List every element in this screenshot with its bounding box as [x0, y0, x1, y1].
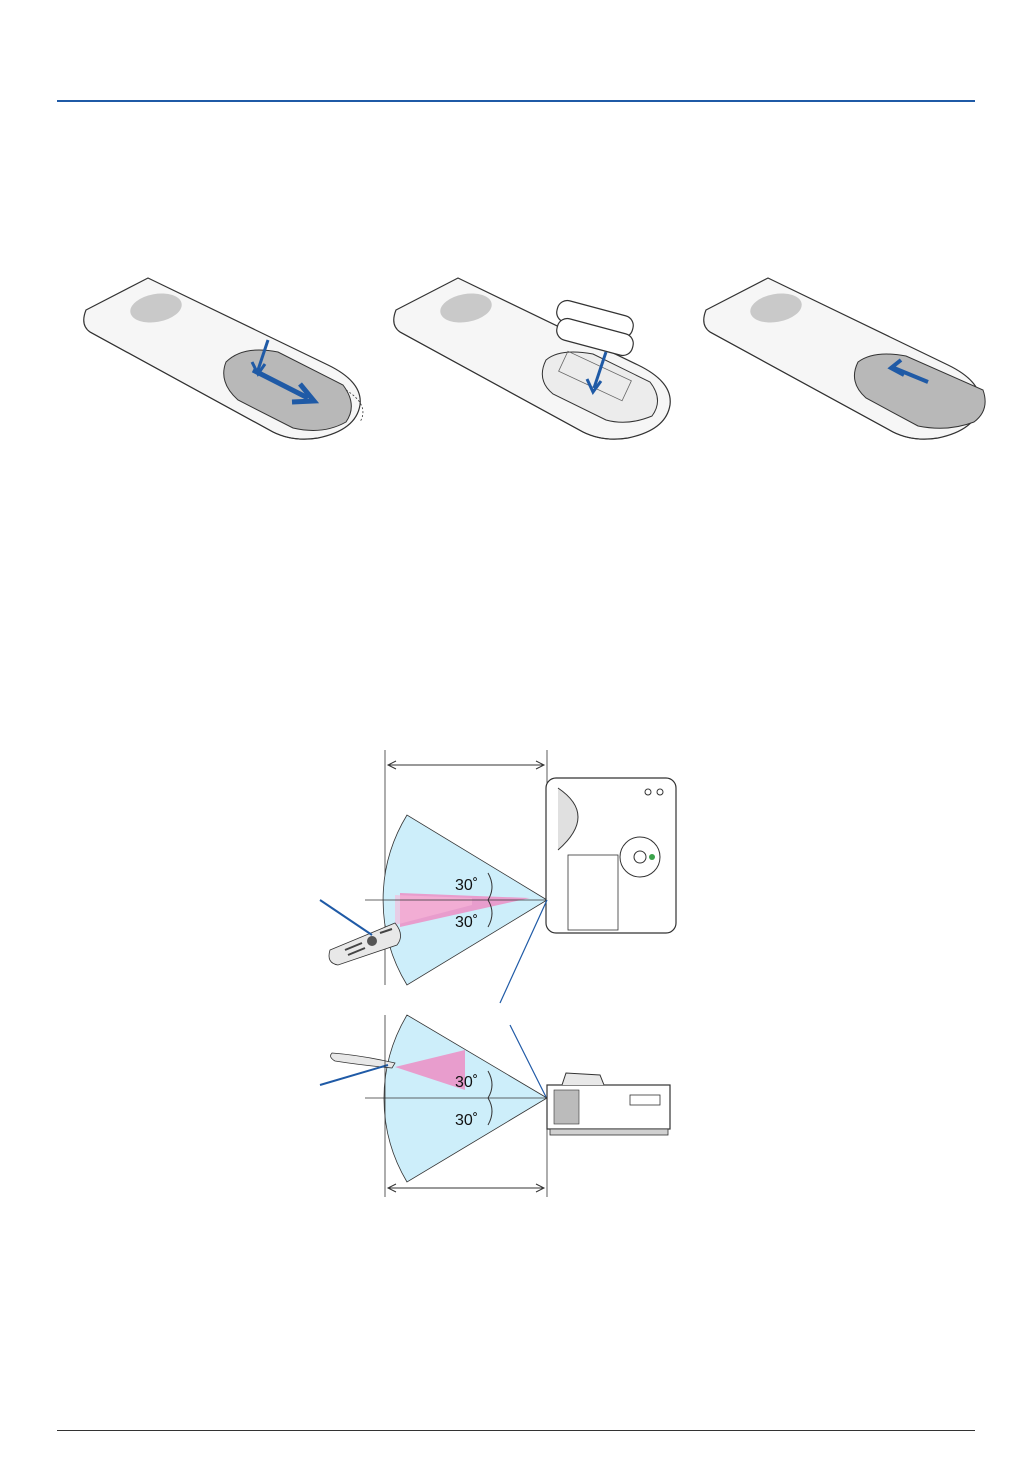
angle-label-side-lower: 30˚ — [455, 1112, 478, 1129]
remote-control-icon — [394, 278, 670, 439]
projector-icon — [547, 1073, 670, 1135]
sensor-pointer-side — [320, 1065, 388, 1085]
remote-step-3-illustration — [698, 270, 998, 450]
remote-step-1-illustration — [78, 270, 378, 450]
remote-control-icon — [84, 278, 363, 439]
header-rule — [57, 100, 975, 102]
remote-range-diagram: 30˚ 30˚ 30˚ 30˚ — [300, 745, 700, 1205]
sensor-pointer-top — [320, 900, 372, 935]
footer-rule — [57, 1430, 975, 1431]
projector-icon — [546, 778, 676, 933]
remote-control-icon — [704, 278, 985, 439]
angle-label-side-upper: 30˚ — [455, 1074, 478, 1091]
range-cone-side: 30˚ 30˚ — [365, 1015, 547, 1182]
angle-label-top-upper: 30˚ — [455, 877, 478, 894]
remote-step-2-illustration — [388, 270, 688, 450]
angle-label-top-lower: 30˚ — [455, 914, 478, 931]
